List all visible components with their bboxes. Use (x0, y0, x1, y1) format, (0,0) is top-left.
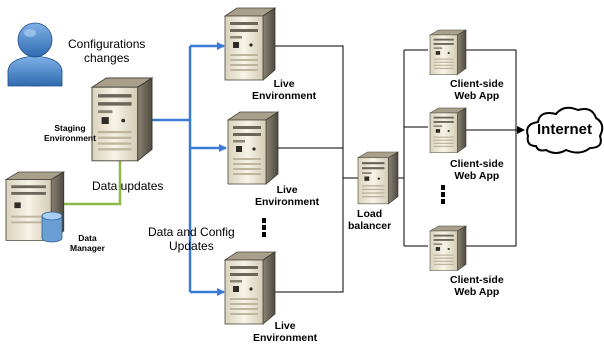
green-data-line (60, 160, 122, 206)
load-balancer-server-icon (357, 151, 399, 205)
data-updates-label: Data updates (92, 179, 164, 193)
data-config-updates-label: Data and Config Updates (148, 225, 235, 253)
live-env-3-label: Live Environment (253, 320, 318, 345)
client-server-3-icon (429, 225, 467, 272)
internet-label: Internet (537, 121, 593, 138)
live1-to-lb (275, 45, 358, 179)
client-3-to-internet (466, 130, 517, 247)
load-balancer-label: Load balancer (348, 208, 392, 233)
client-web-app-3-label: Client-side Web App (450, 274, 504, 299)
live3-to-lb (275, 178, 344, 293)
config-changes-label: Configurations changes (68, 37, 146, 65)
client-1-to-internet (466, 49, 517, 130)
client-web-app-2-label: Client-side Web App (450, 158, 504, 183)
internet-cloud-icon (526, 106, 604, 154)
live-server-1-icon (224, 7, 276, 81)
client-server-1-icon (429, 29, 467, 75)
data-manager-label: Data Manager (70, 233, 105, 253)
live-env-2-label: Live Environment (255, 184, 320, 209)
staging-server-icon (91, 77, 153, 162)
database-icon (41, 211, 63, 243)
user-icon (7, 22, 63, 87)
ellipsis-client-apps (441, 185, 445, 206)
staging-env-label: Staging Environment (44, 123, 96, 143)
live-env-1-label: Live Environment (252, 78, 317, 103)
connections (60, 42, 525, 296)
client-web-app-1-label: Client-side Web App (450, 78, 504, 103)
ellipsis-live-envs (262, 218, 266, 239)
live-server-3-icon (224, 251, 276, 325)
live-server-2-icon (227, 111, 279, 185)
client-server-2-icon (429, 107, 467, 153)
